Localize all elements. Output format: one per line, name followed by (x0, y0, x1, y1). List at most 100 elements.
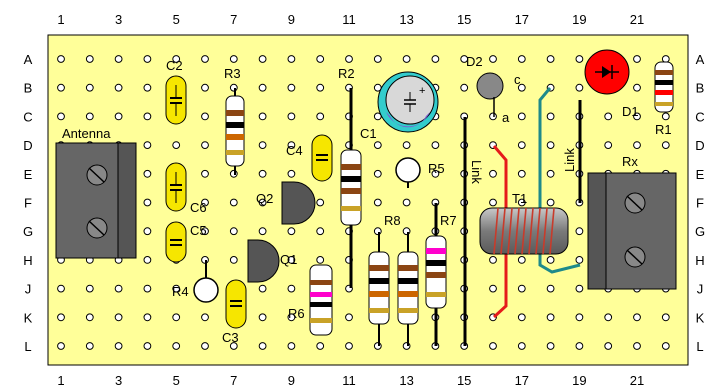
board-hole (546, 284, 555, 293)
link-left-label: Link (469, 160, 484, 184)
column-label-bottom: 1 (57, 373, 64, 388)
c5-label: C5 (190, 223, 207, 238)
board-hole (143, 169, 152, 178)
c2-capacitor (165, 75, 187, 125)
board-hole (373, 342, 382, 350)
r4-trimmer (193, 260, 219, 303)
board-hole (431, 169, 440, 178)
column-label-top: 19 (572, 12, 586, 27)
board-hole (546, 112, 555, 121)
r2-label: R2 (338, 66, 355, 81)
board-hole (604, 141, 613, 150)
board-hole (143, 141, 152, 150)
row-label-left: L (24, 339, 31, 354)
row-label-right: D (695, 138, 704, 153)
board-hole (201, 313, 209, 322)
board-hole (143, 284, 152, 293)
board-hole (517, 313, 526, 322)
board-hole (114, 284, 123, 293)
board-hole (201, 55, 209, 63)
row-label-right: G (695, 224, 705, 239)
board-hole (402, 141, 411, 150)
t1-label: T1 (512, 191, 527, 206)
board-hole (114, 55, 123, 63)
board-hole (143, 227, 152, 236)
board-hole (201, 141, 209, 150)
board-hole (604, 342, 613, 350)
board-hole (316, 342, 325, 350)
rx-label: Rx (622, 154, 638, 169)
c5-capacitor (165, 221, 187, 263)
column-label-top: 13 (399, 12, 413, 27)
c4-label: C4 (286, 143, 303, 158)
r6-resistor (309, 264, 333, 336)
r4-label: R4 (172, 284, 189, 299)
board-hole (546, 256, 555, 264)
board-hole (575, 83, 584, 92)
board-hole (345, 342, 353, 350)
rx-terminal-block (587, 172, 677, 290)
row-label-right: J (697, 282, 704, 297)
column-label-top: 11 (342, 12, 356, 27)
board-hole (258, 198, 267, 207)
d1-label: D1 (622, 104, 639, 119)
q2-label: Q2 (256, 191, 273, 206)
row-label-right: B (696, 81, 705, 96)
board-hole (57, 313, 65, 322)
board-hole (258, 284, 267, 293)
board-hole (604, 313, 613, 322)
board-hole (258, 112, 267, 121)
board-hole (460, 55, 469, 63)
column-label-bottom: 7 (230, 373, 237, 388)
row-label-right: H (695, 253, 704, 268)
board-hole (402, 198, 411, 207)
r3-resistor (225, 88, 245, 175)
board-hole (287, 55, 296, 63)
board-hole (201, 198, 209, 207)
row-label-left: F (24, 196, 32, 211)
row-label-right: L (696, 339, 703, 354)
board-hole (143, 342, 152, 350)
board-hole (489, 169, 497, 178)
board-hole (402, 55, 411, 63)
board-hole (575, 342, 584, 350)
board-hole (85, 55, 94, 63)
r7-resistor (425, 235, 447, 309)
row-label-right: E (696, 167, 705, 182)
board-hole (85, 284, 94, 293)
board-hole (316, 83, 325, 92)
d2-pin-a-label: a (502, 110, 510, 125)
board-hole (85, 342, 94, 350)
board-hole (287, 83, 296, 92)
board-hole (85, 83, 94, 92)
board-hole (258, 141, 267, 150)
board-hole (517, 198, 526, 207)
t1-coil (479, 207, 569, 255)
board-hole (633, 313, 641, 322)
board-hole (229, 342, 238, 350)
column-label-bottom: 17 (515, 373, 529, 388)
board-hole (258, 227, 267, 236)
board-hole (229, 198, 238, 207)
board-hole (258, 55, 267, 63)
board-hole (661, 342, 670, 350)
row-label-left: D (23, 138, 32, 153)
board-hole (546, 141, 555, 150)
board-hole (575, 284, 584, 293)
column-label-bottom: 19 (572, 373, 586, 388)
board-hole (201, 112, 209, 121)
board-hole (546, 313, 555, 322)
board-hole (373, 141, 382, 150)
board-hole (316, 55, 325, 63)
board-hole (546, 169, 555, 178)
c6-capacitor (165, 162, 187, 212)
r5-label: R5 (428, 161, 445, 176)
board-hole (57, 342, 65, 350)
board-hole (661, 141, 670, 150)
svg-text:+: + (419, 85, 425, 97)
board-hole (345, 313, 353, 322)
q1-label: Q1 (280, 252, 297, 267)
c6-label: C6 (190, 200, 207, 215)
